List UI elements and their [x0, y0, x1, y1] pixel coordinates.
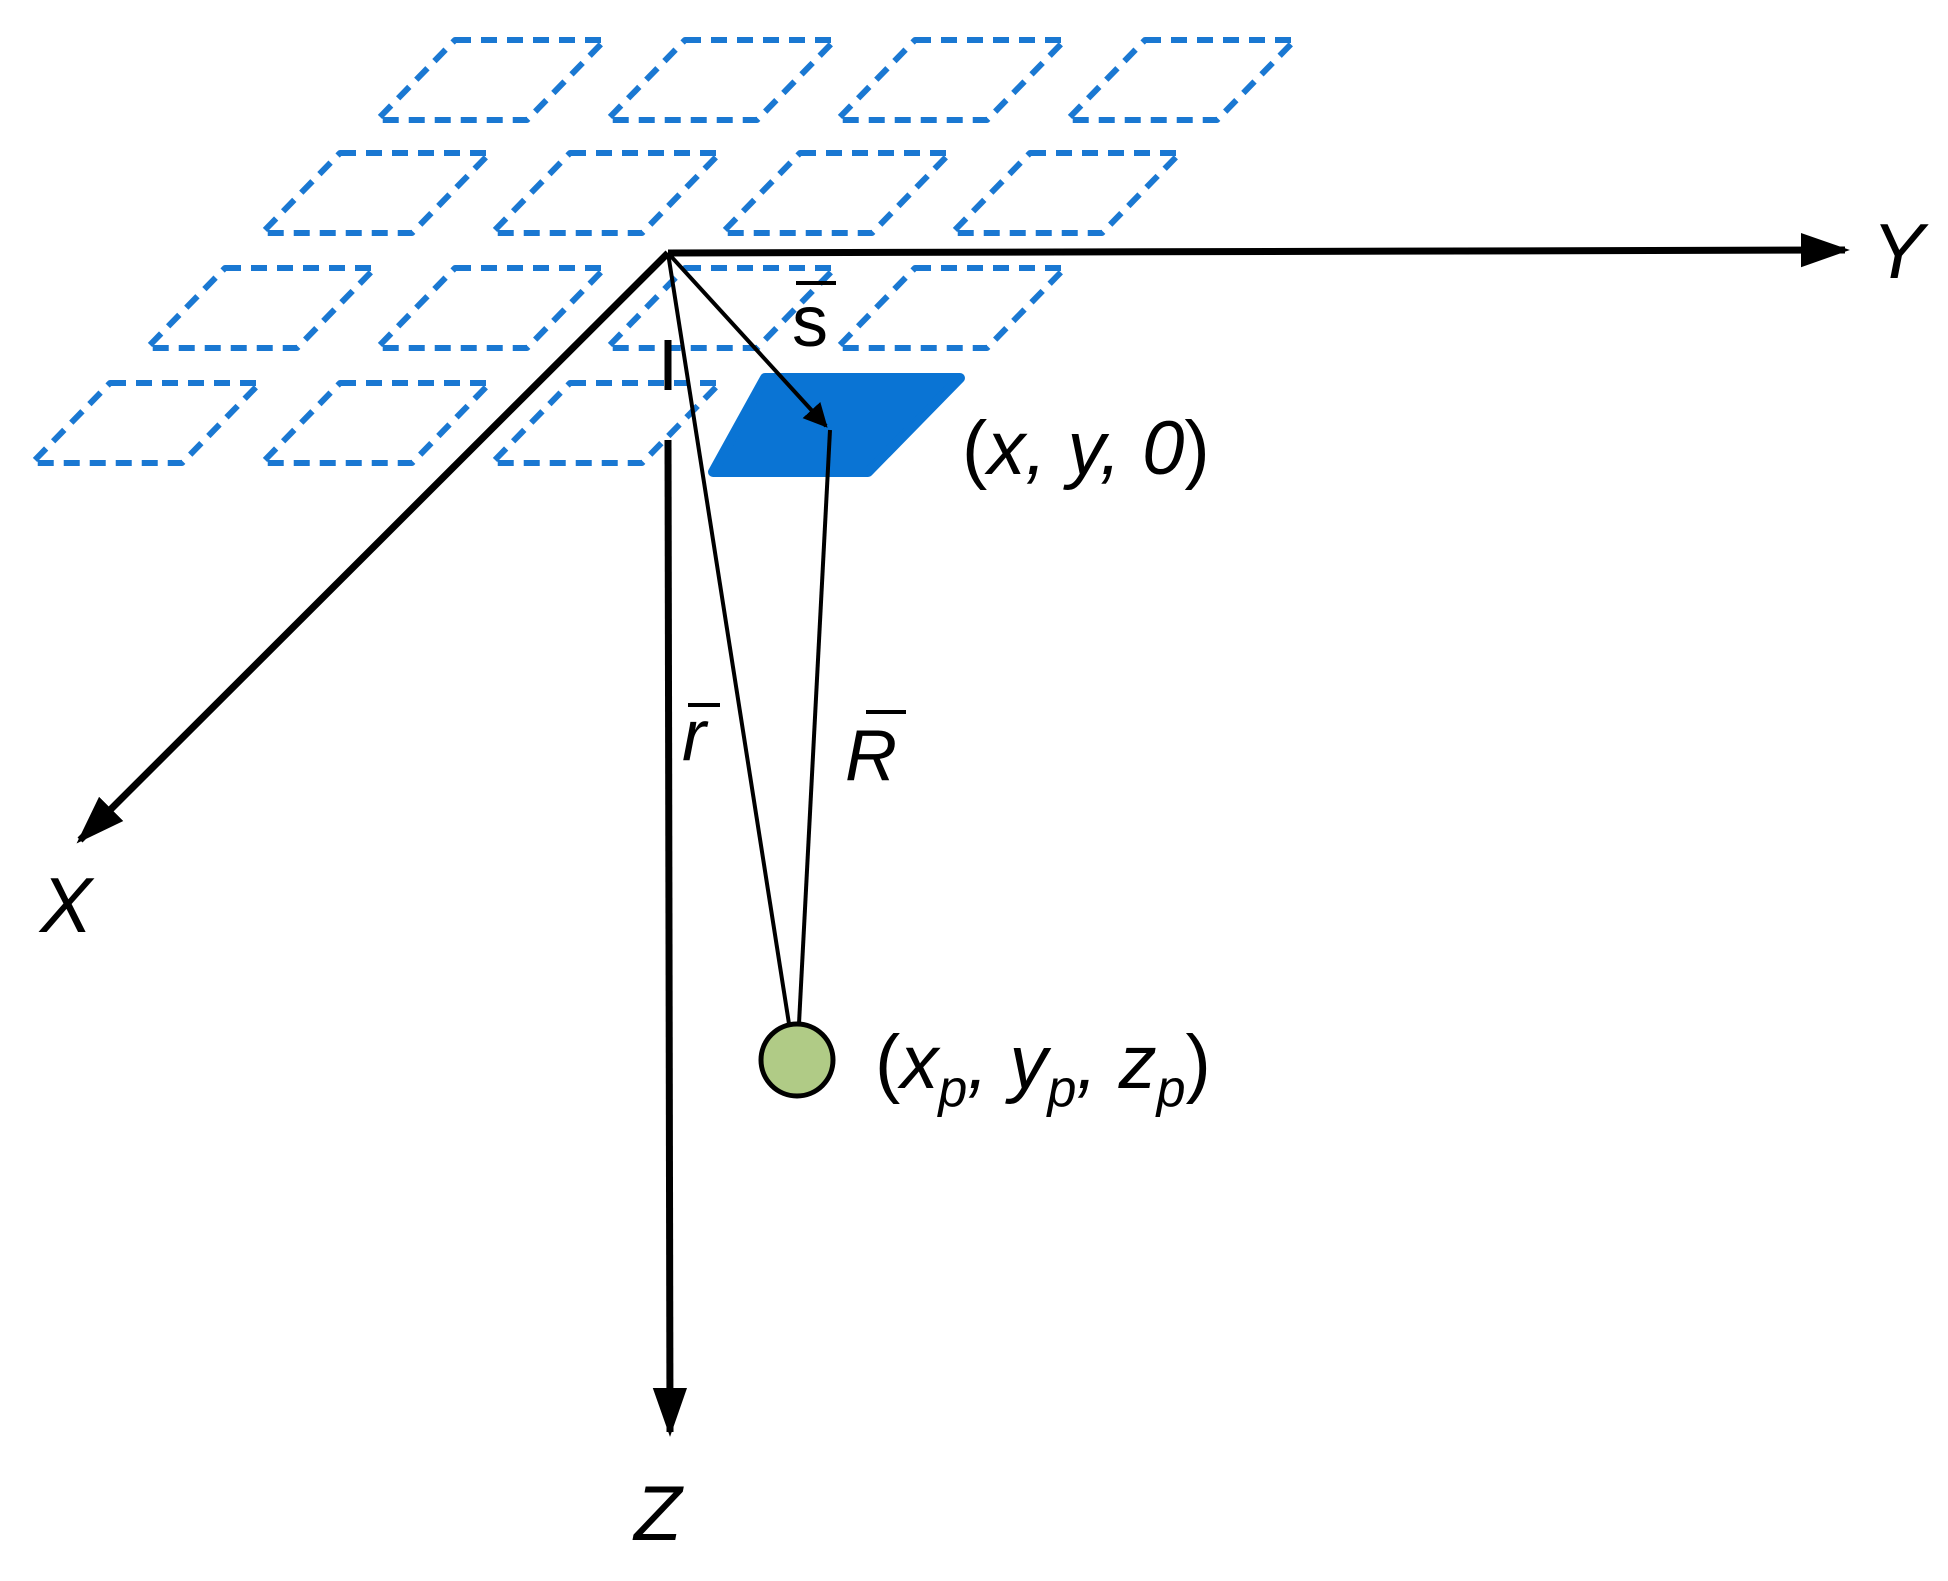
x-axis-label: X — [38, 861, 95, 949]
element-open-paren: ( — [962, 406, 987, 491]
observation-point — [758, 1021, 836, 1099]
element-sep1: , — [1025, 406, 1067, 491]
obs-z-sub: p — [1155, 1060, 1186, 1118]
grid-cell — [374, 265, 608, 351]
obs-sep2: , — [1076, 1020, 1118, 1105]
grid-cell — [144, 265, 378, 351]
element-close-paren: ) — [1184, 406, 1209, 491]
y-axis — [667, 232, 1850, 268]
grid-cell — [489, 380, 723, 466]
grid-cell — [374, 37, 608, 123]
x-axis — [76, 250, 671, 844]
element-z: 0 — [1142, 406, 1184, 491]
element-x: x — [983, 406, 1028, 491]
obs-y-sub: p — [1045, 1060, 1076, 1118]
observation-coordinates-label: (xp, yp, zp) — [875, 1020, 1211, 1118]
vector-R-label: R — [845, 716, 897, 796]
obs-z: z — [1118, 1020, 1157, 1105]
grid-cell — [259, 150, 493, 236]
vector-r-label: r — [682, 696, 709, 776]
grid-cell — [719, 150, 953, 236]
obs-x: x — [896, 1020, 941, 1105]
y-axis-label: Y — [1872, 207, 1929, 295]
grid-cell — [29, 380, 263, 466]
grid-cell — [604, 37, 838, 123]
obs-sep1: , — [967, 1020, 1009, 1105]
grid-cell — [834, 265, 1068, 351]
grid-cell — [949, 150, 1183, 236]
obs-close-paren: ) — [1186, 1020, 1211, 1105]
grid-cell — [1064, 37, 1298, 123]
source-element — [708, 373, 965, 477]
z-axis — [652, 439, 688, 1437]
grid-cell — [259, 380, 493, 466]
vector-r — [666, 252, 804, 1065]
grid-cell — [834, 37, 1068, 123]
vector-R — [786, 429, 832, 1065]
obs-open-paren: ( — [875, 1020, 900, 1105]
vector-s-label: s — [792, 282, 828, 362]
element-sep2: , — [1100, 406, 1142, 491]
obs-x-sub: p — [936, 1060, 967, 1118]
z-axis-label: Z — [632, 1469, 684, 1557]
vector-s — [666, 251, 828, 428]
obs-y: y — [1004, 1020, 1051, 1105]
grid-cell — [489, 150, 723, 236]
element-coordinates-label: (x, y, 0) — [962, 406, 1210, 491]
